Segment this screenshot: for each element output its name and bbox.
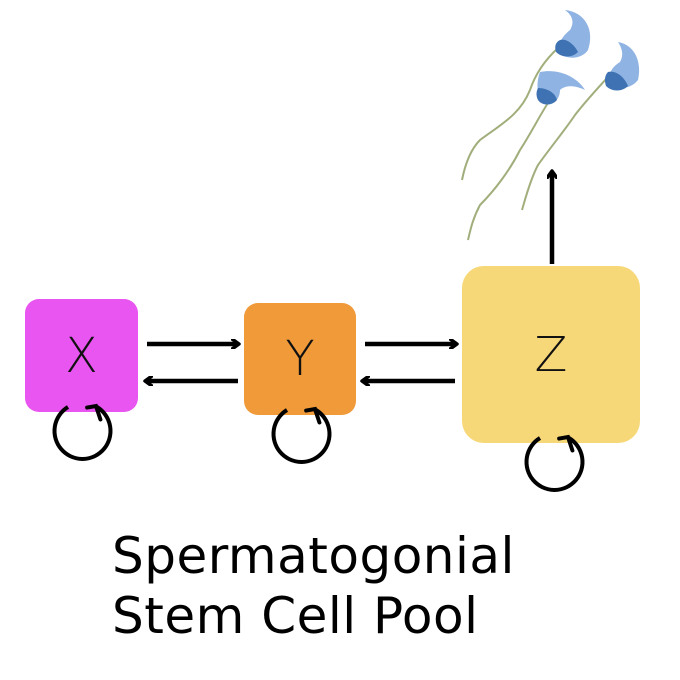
- self-renewal-loop-z: [524, 434, 585, 492]
- sperm-cell: [521, 42, 640, 211]
- node-x-label: X: [65, 327, 98, 384]
- sperm-illustration: [461, 10, 640, 241]
- node-z: Z: [462, 266, 640, 443]
- title-line-1: Spermatogonial: [112, 527, 515, 585]
- node-y-label: Y: [285, 331, 315, 387]
- node-z-label: Z: [534, 326, 568, 383]
- diagram-title: Spermatogonial Stem Cell Pool: [112, 526, 515, 646]
- node-x: X: [25, 299, 138, 412]
- self-renewal-loop-x: [52, 403, 113, 461]
- self-renewal-loop-y: [271, 406, 332, 464]
- title-line-2: Stem Cell Pool: [112, 587, 479, 645]
- sperm-cell: [461, 10, 591, 181]
- sperm-cell: [467, 71, 585, 241]
- node-y: Y: [244, 303, 356, 415]
